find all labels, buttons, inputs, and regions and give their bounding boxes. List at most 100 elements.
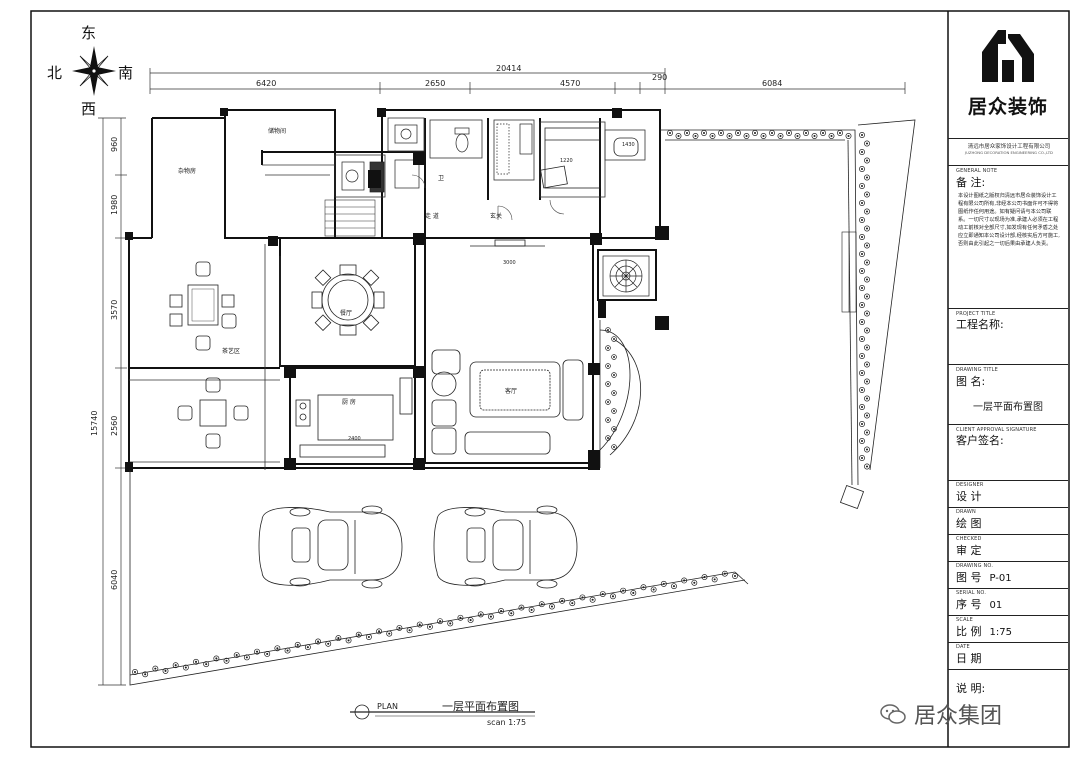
shrub-center xyxy=(632,591,635,594)
shrub-center xyxy=(685,131,689,135)
shrub-center xyxy=(860,133,864,137)
shrub-center xyxy=(133,670,137,674)
shrub-center xyxy=(860,456,864,460)
shrub xyxy=(376,628,383,635)
shrub-center xyxy=(613,338,615,340)
shrub-center xyxy=(613,356,615,358)
shrub xyxy=(803,130,809,136)
shrub-center xyxy=(694,134,697,138)
shrub xyxy=(760,133,767,139)
shrub-center xyxy=(860,337,864,341)
shrub xyxy=(675,133,682,139)
shrub-center xyxy=(561,599,564,602)
shrub xyxy=(777,133,784,139)
client-label: 客户签名: xyxy=(956,434,1004,447)
dim-top-0: 6420 xyxy=(256,79,276,88)
shrub xyxy=(416,621,423,628)
shrub-center xyxy=(865,414,869,417)
shrub xyxy=(548,603,555,610)
shrub-center xyxy=(194,660,198,663)
shrub-center xyxy=(428,625,431,628)
shrub-center xyxy=(571,602,574,605)
shrub-center xyxy=(459,616,462,619)
shrub xyxy=(864,242,870,249)
shrub xyxy=(864,208,870,215)
room-label-dining: 餐厅 xyxy=(340,309,352,317)
shrub xyxy=(859,438,865,444)
shrub xyxy=(518,604,525,611)
shrub xyxy=(864,429,870,436)
shrub-center xyxy=(601,592,604,596)
checked-label: 审 定 xyxy=(956,544,982,557)
shrub xyxy=(709,133,716,139)
shrub-center xyxy=(306,646,309,649)
shrub xyxy=(569,600,576,607)
shrub-center xyxy=(865,159,869,162)
left-dimension-lines xyxy=(98,117,127,686)
shrub xyxy=(786,130,792,136)
shrub xyxy=(325,640,332,647)
shrub-center xyxy=(813,134,816,138)
shrub xyxy=(864,310,870,317)
garden-bench xyxy=(841,231,857,313)
compass-east: 东 xyxy=(81,24,97,42)
shrub-center xyxy=(613,374,615,376)
entry-medallion xyxy=(602,255,650,297)
wechat-icon xyxy=(880,704,906,724)
shrub-center xyxy=(703,576,706,579)
shrub-center xyxy=(607,329,609,331)
shrub-center xyxy=(865,261,869,264)
staircase xyxy=(324,199,376,237)
company-name-cn: 清远市居众家饰设计工程有限公司 xyxy=(967,144,1051,150)
dim-top-2: 4570 xyxy=(560,79,580,88)
shrub xyxy=(732,573,738,579)
shrub xyxy=(579,594,586,601)
shrub-center xyxy=(860,320,864,324)
shrub xyxy=(528,606,535,613)
drawing-label: 图 名: xyxy=(956,375,986,388)
shrub xyxy=(284,647,291,654)
watermark-text: 居众集团 xyxy=(914,704,1003,729)
shrub-center xyxy=(762,134,765,138)
shrub xyxy=(640,584,647,591)
shrub xyxy=(611,372,617,378)
bed xyxy=(540,127,639,189)
shrub-center xyxy=(622,589,625,592)
shrub-center xyxy=(611,595,615,598)
shrub-center xyxy=(860,303,864,307)
shrub xyxy=(864,276,870,283)
shrub xyxy=(182,664,189,671)
thin-partitions xyxy=(129,117,646,470)
shrub-center xyxy=(672,585,676,588)
shrub-center xyxy=(164,669,167,672)
shrub-center xyxy=(865,210,869,213)
shrub-center xyxy=(500,609,503,613)
room-label-wc: 卫 xyxy=(438,175,444,182)
project-label: 工程名称: xyxy=(956,318,1004,331)
shrub-center xyxy=(296,643,299,646)
shrub xyxy=(132,669,138,675)
company-logo-text: 居众装饰 xyxy=(967,96,1048,118)
shrub xyxy=(605,417,611,423)
scale-value: 1:75 xyxy=(989,627,1012,638)
client-approval-en: CLIENT APPROVAL SIGNATURE xyxy=(956,427,1037,433)
shrub xyxy=(203,661,210,668)
shrub-center xyxy=(581,596,584,599)
shrub xyxy=(508,610,515,617)
shrub xyxy=(828,133,835,139)
shrub-center xyxy=(607,419,609,421)
shrub xyxy=(605,345,611,351)
shrub-center xyxy=(693,581,696,584)
shrub xyxy=(859,319,865,325)
shrub xyxy=(233,652,240,659)
serial-no-label: 序 号 xyxy=(956,598,982,611)
room-label-entry: 玄关 xyxy=(490,212,502,220)
shrub-center xyxy=(779,134,782,138)
dim-left-0: 960 xyxy=(110,137,119,152)
date-label: 日 期 xyxy=(956,652,982,665)
car-left xyxy=(258,505,403,589)
shrub-center xyxy=(215,657,218,660)
designer-label: 设 计 xyxy=(956,490,982,503)
shrub-center xyxy=(591,598,594,601)
shrub xyxy=(859,353,865,359)
